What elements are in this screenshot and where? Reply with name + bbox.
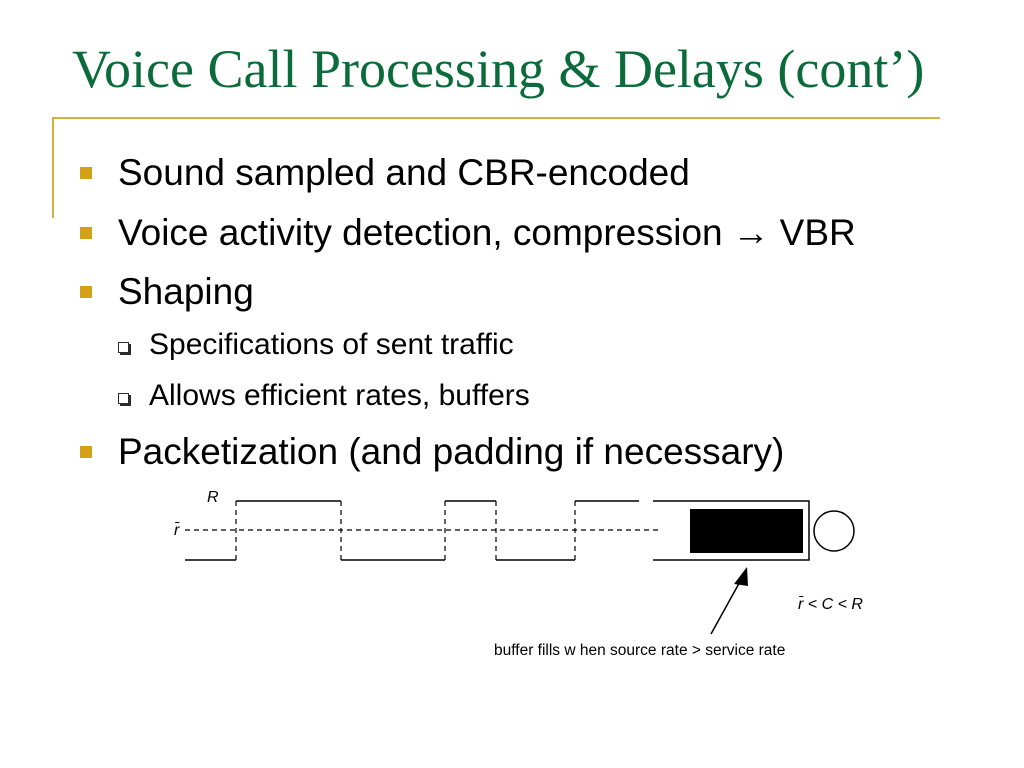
filled-square-bullet-icon (80, 446, 92, 458)
buffer-queue (653, 500, 810, 561)
filled-square-bullet-icon (80, 286, 92, 298)
filled-square-bullet-icon (80, 167, 92, 179)
bullet-item-2: Voice activity detection, compression → … (80, 212, 856, 254)
peak-rate-label: R (207, 489, 219, 506)
filled-square-bullet-icon (80, 227, 92, 239)
hollow-square-bullet-icon (118, 392, 129, 404)
rate-inequality-label: r̄ < C < R (798, 595, 863, 613)
slide-title: Voice Call Processing & Delays (cont’) (72, 39, 925, 99)
hollow-square-bullet-icon (118, 341, 129, 353)
buffer-fill (690, 509, 803, 553)
circle-server-icon (813, 510, 855, 552)
vbr-source-waveform (185, 500, 639, 561)
bullet-item-3: Shaping (80, 271, 254, 313)
bullet-text: Packetization (and padding if necessary) (118, 431, 785, 472)
sub-bullet-item-1: Specifications of sent traffic (118, 328, 514, 362)
bullet-item-4: Packetization (and padding if necessary) (80, 431, 784, 473)
sub-bullet-text: Allows efficient rates, buffers (149, 379, 530, 412)
sub-bullet-text: Specifications of sent traffic (149, 328, 514, 361)
caption-pointer-arrow (710, 567, 748, 635)
bullet-text: Shaping (118, 271, 254, 312)
buffer-caption: buffer fills w hen source rate > service… (494, 642, 785, 659)
bullet-item-1: Sound sampled and CBR-encoded (80, 152, 690, 194)
title-underline-rule (52, 117, 940, 119)
bullet-text: Sound sampled and CBR-encoded (118, 152, 690, 193)
bullet-text: Voice activity detection, compression (118, 212, 723, 253)
left-accent-rule (52, 117, 54, 218)
mean-rate-label: r̄ (174, 521, 180, 539)
sub-bullet-item-2: Allows efficient rates, buffers (118, 379, 530, 413)
right-arrow-icon: → (732, 212, 770, 253)
bullet-text-after-arrow: VBR (779, 212, 856, 253)
